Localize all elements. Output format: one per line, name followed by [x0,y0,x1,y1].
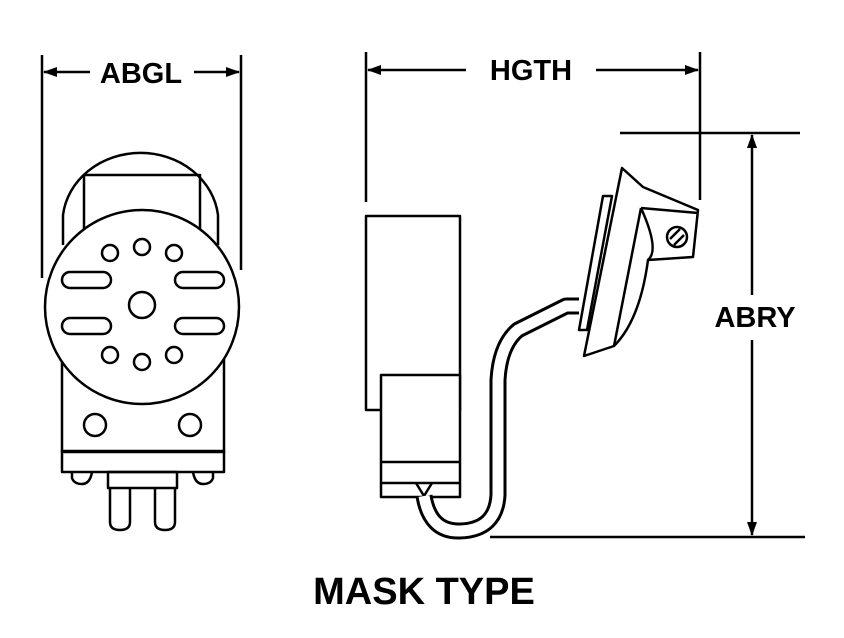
abry-label: ABRY [714,302,795,334]
screw-icon [665,225,689,249]
mask-clip [577,194,614,332]
front-view [43,151,241,532]
abry-dimension [490,131,805,539]
hgth-label: HGTH [490,55,572,87]
mask-shell [582,166,700,358]
side-view [364,166,700,540]
abgl-label: ABGL [100,58,182,90]
hgth-dimension [364,52,702,202]
abgl-dimension [40,55,243,278]
diagram-title: MASK TYPE [313,571,535,613]
